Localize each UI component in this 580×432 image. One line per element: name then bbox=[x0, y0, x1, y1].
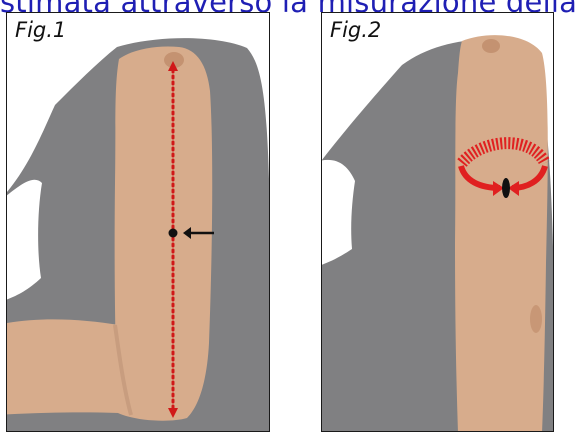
center-mark bbox=[502, 178, 510, 198]
forearm-shape bbox=[7, 319, 119, 415]
elbow-shadow bbox=[530, 305, 542, 333]
figure-2-illustration bbox=[322, 13, 554, 432]
figure-2-label: Fig.2 bbox=[330, 18, 381, 42]
figure-1-illustration bbox=[7, 13, 270, 432]
shoulder-shadow bbox=[482, 39, 500, 53]
figure-1-label: Fig.1 bbox=[15, 18, 66, 42]
figure-1-panel: Fig.1 bbox=[6, 12, 270, 432]
midpoint-dot bbox=[169, 229, 178, 238]
upper-arm-shape bbox=[455, 35, 548, 432]
figure-2-panel: Fig.2 bbox=[321, 12, 554, 432]
